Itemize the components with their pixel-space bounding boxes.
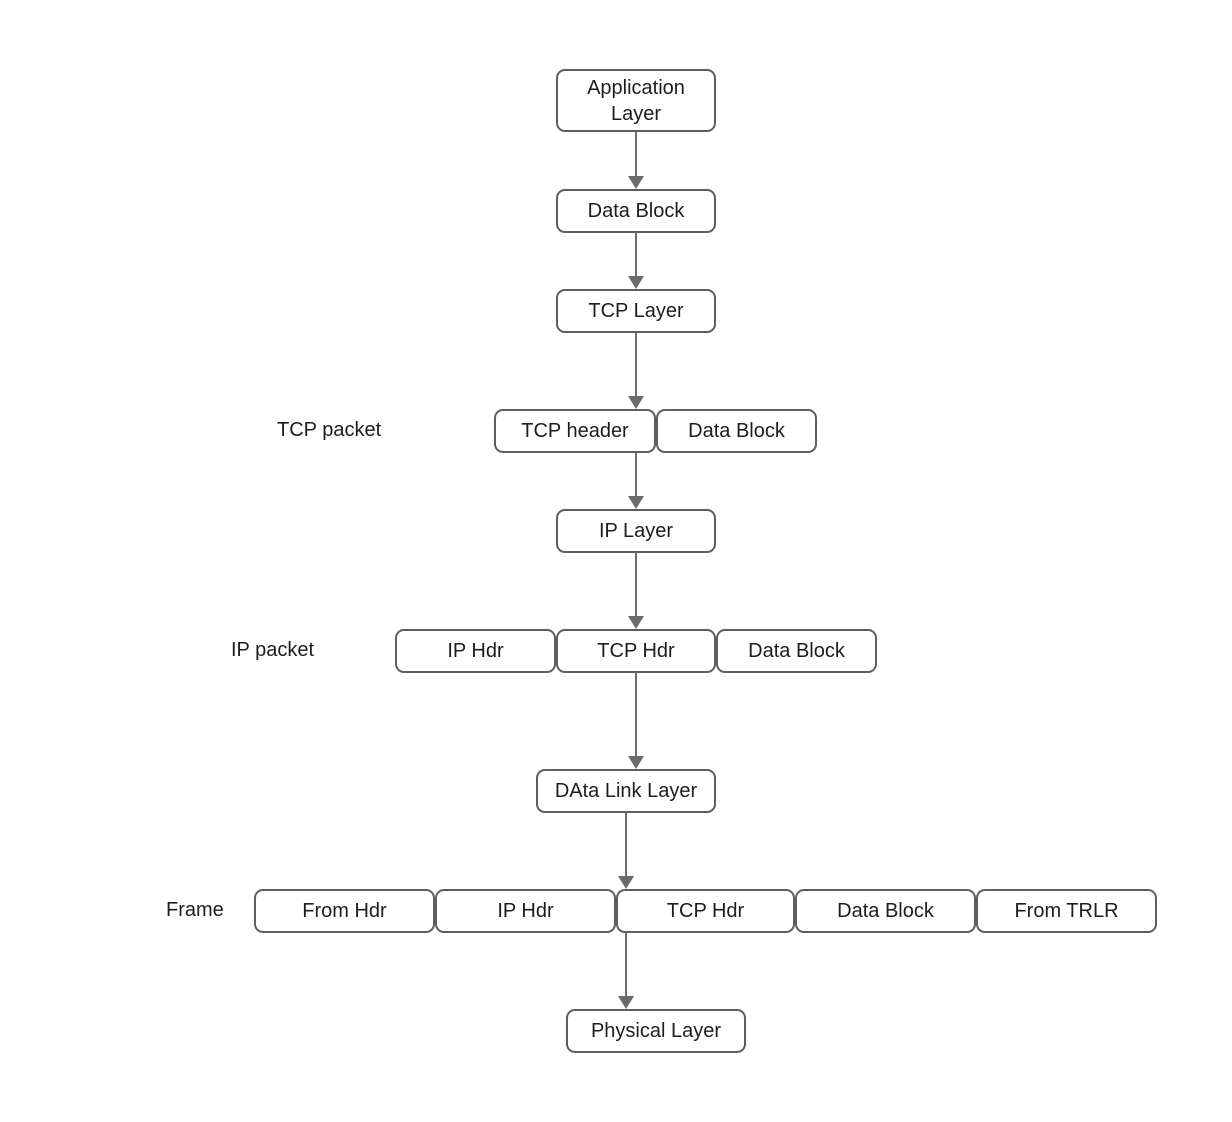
arrowhead-ip-layer-to-ip-packet bbox=[628, 616, 644, 629]
node-ip-layer: IP Layer bbox=[556, 509, 716, 553]
node-physical-layer: Physical Layer bbox=[566, 1009, 746, 1053]
node-application-layer: Application Layer bbox=[556, 69, 716, 132]
node-tcp-layer: TCP Layer bbox=[556, 289, 716, 333]
connector-frame-to-physical-layer bbox=[625, 933, 627, 997]
arrowhead-data-link-layer-to-frame bbox=[618, 876, 634, 889]
packet-segment-frame-tcp-hdr: TCP Hdr bbox=[616, 889, 795, 933]
arrowhead-data-block-to-tcp-layer bbox=[628, 276, 644, 289]
packet-segment-frame-ip-hdr: IP Hdr bbox=[435, 889, 616, 933]
arrowhead-tcp-packet-to-ip-layer bbox=[628, 496, 644, 509]
arrowhead-frame-to-physical-layer bbox=[618, 996, 634, 1009]
row-label-tcp-packet: TCP packet bbox=[277, 419, 382, 441]
arrowhead-application-layer-to-data-block bbox=[628, 176, 644, 189]
packet-segment-frame-from-trlr: From TRLR bbox=[976, 889, 1157, 933]
connector-data-block-to-tcp-layer bbox=[635, 233, 637, 277]
arrowhead-ip-packet-to-data-link-layer bbox=[628, 756, 644, 769]
connector-data-link-layer-to-frame bbox=[625, 813, 627, 877]
node-data-link-layer: DAta Link Layer bbox=[536, 769, 716, 813]
connector-tcp-packet-to-ip-layer bbox=[635, 453, 637, 497]
packet-segment-ip-packet-ip-hdr: IP Hdr bbox=[395, 629, 556, 673]
connector-application-layer-to-data-block bbox=[635, 132, 637, 177]
packet-segment-ip-packet-data-block: Data Block bbox=[716, 629, 877, 673]
packet-segment-frame-data-block: Data Block bbox=[795, 889, 976, 933]
row-label-ip-packet: IP packet bbox=[231, 639, 315, 661]
connector-tcp-layer-to-tcp-packet bbox=[635, 333, 637, 397]
connector-ip-packet-to-data-link-layer bbox=[635, 673, 637, 757]
row-label-frame: Frame bbox=[166, 899, 224, 921]
arrowhead-tcp-layer-to-tcp-packet bbox=[628, 396, 644, 409]
connector-ip-layer-to-ip-packet bbox=[635, 553, 637, 617]
node-data-block-1: Data Block bbox=[556, 189, 716, 233]
packet-segment-frame-from-hdr: From Hdr bbox=[254, 889, 435, 933]
packet-segment-tcp-packet-tcp-header: TCP header bbox=[494, 409, 656, 453]
packet-segment-tcp-packet-data-block: Data Block bbox=[656, 409, 817, 453]
packet-segment-ip-packet-tcp-hdr: TCP Hdr bbox=[556, 629, 716, 673]
